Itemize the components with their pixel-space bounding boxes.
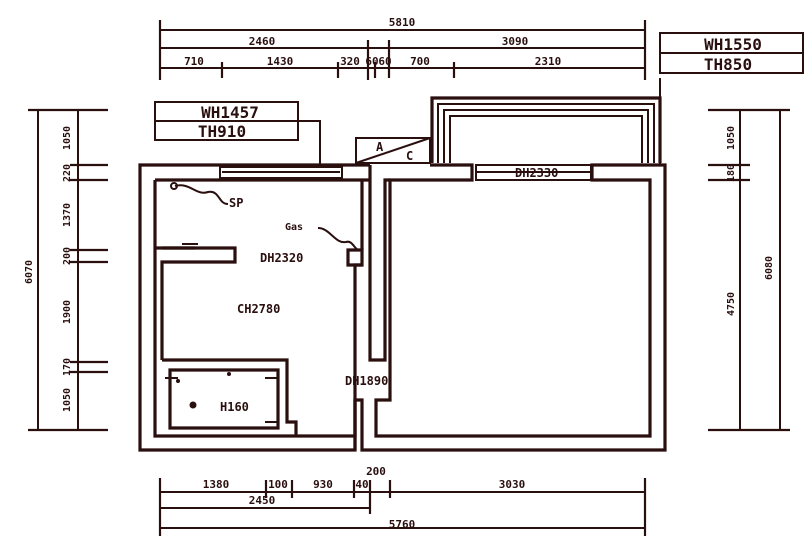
top-dim-320: 320: [340, 55, 360, 68]
label-ch: CH2780: [237, 302, 280, 316]
window-tag-wh-right: WH1550: [704, 35, 762, 54]
window-top-left: [219, 166, 343, 179]
top-dim-1430: 1430: [267, 55, 294, 68]
left-dimension-lines: [28, 108, 108, 432]
bathroom-wall: [162, 358, 298, 436]
top-dim-60a: 60: [365, 55, 378, 68]
left-dim-total: 6070: [24, 260, 35, 284]
label-a: A: [376, 140, 384, 154]
bottom-dim-40: 40: [355, 478, 368, 491]
left-dim-seg-5: 1900: [62, 300, 73, 324]
floor-drain-icon: [189, 401, 197, 409]
label-dh-door: DH2330: [515, 166, 558, 180]
top-dim-700: 700: [410, 55, 430, 68]
left-dim-seg-3: 1370: [62, 203, 73, 227]
top-dim-710: 710: [184, 55, 204, 68]
gas-pipe-line: [317, 227, 359, 251]
top-dimension-lines: [158, 20, 647, 80]
right-dimension-lines: [708, 108, 790, 432]
bottom-dim-200: 200: [366, 465, 386, 478]
label-c: C: [406, 149, 413, 163]
top-dim-total: 5810: [389, 16, 416, 29]
bottom-dim-2450: 2450: [249, 494, 276, 507]
walls: [138, 96, 667, 452]
label-dh-entry: DH1890: [345, 374, 388, 388]
bottom-dim-930: 930: [313, 478, 333, 491]
label-dh-kitchen: DH2320: [260, 251, 303, 265]
label-h: H160: [220, 400, 249, 414]
bottom-dim-1380: 1380: [203, 478, 230, 491]
right-dim-total: 6080: [764, 256, 775, 280]
bottom-dim-100: 100: [268, 478, 288, 491]
window-tag-wh-left: WH1457: [201, 103, 259, 122]
top-dim-2310: 2310: [535, 55, 562, 68]
left-dim-seg-7: 1050: [62, 388, 73, 412]
top-dim-2460: 2460: [249, 35, 276, 48]
right-dim-seg-3: 4750: [726, 292, 737, 316]
bottom-dim-total: 5760: [389, 518, 416, 531]
label-gas: Gas: [285, 222, 303, 233]
window-tag-top-left: [154, 101, 321, 165]
top-dim-60b: 60: [378, 55, 391, 68]
window-tag-th-right: TH850: [704, 55, 752, 74]
left-dim-seg-4: 200: [62, 247, 73, 265]
bottom-dim-3030: 3030: [499, 478, 526, 491]
bottom-dimension-lines: [158, 478, 647, 536]
label-sp: SP: [229, 196, 243, 210]
left-dim-seg-1: 1050: [62, 126, 73, 150]
left-dim-seg-2: 220: [62, 164, 73, 182]
outer-wall: [138, 163, 667, 452]
right-dim-seg-1: 1050: [726, 126, 737, 150]
balcony-wall: [430, 96, 662, 163]
window-tag-th-left: TH910: [198, 122, 246, 141]
left-dim-seg-6: 170: [62, 358, 73, 376]
top-dim-3090: 3090: [502, 35, 529, 48]
right-dim-seg-2: 180: [726, 164, 737, 182]
sp-pipe-line: [174, 184, 229, 205]
